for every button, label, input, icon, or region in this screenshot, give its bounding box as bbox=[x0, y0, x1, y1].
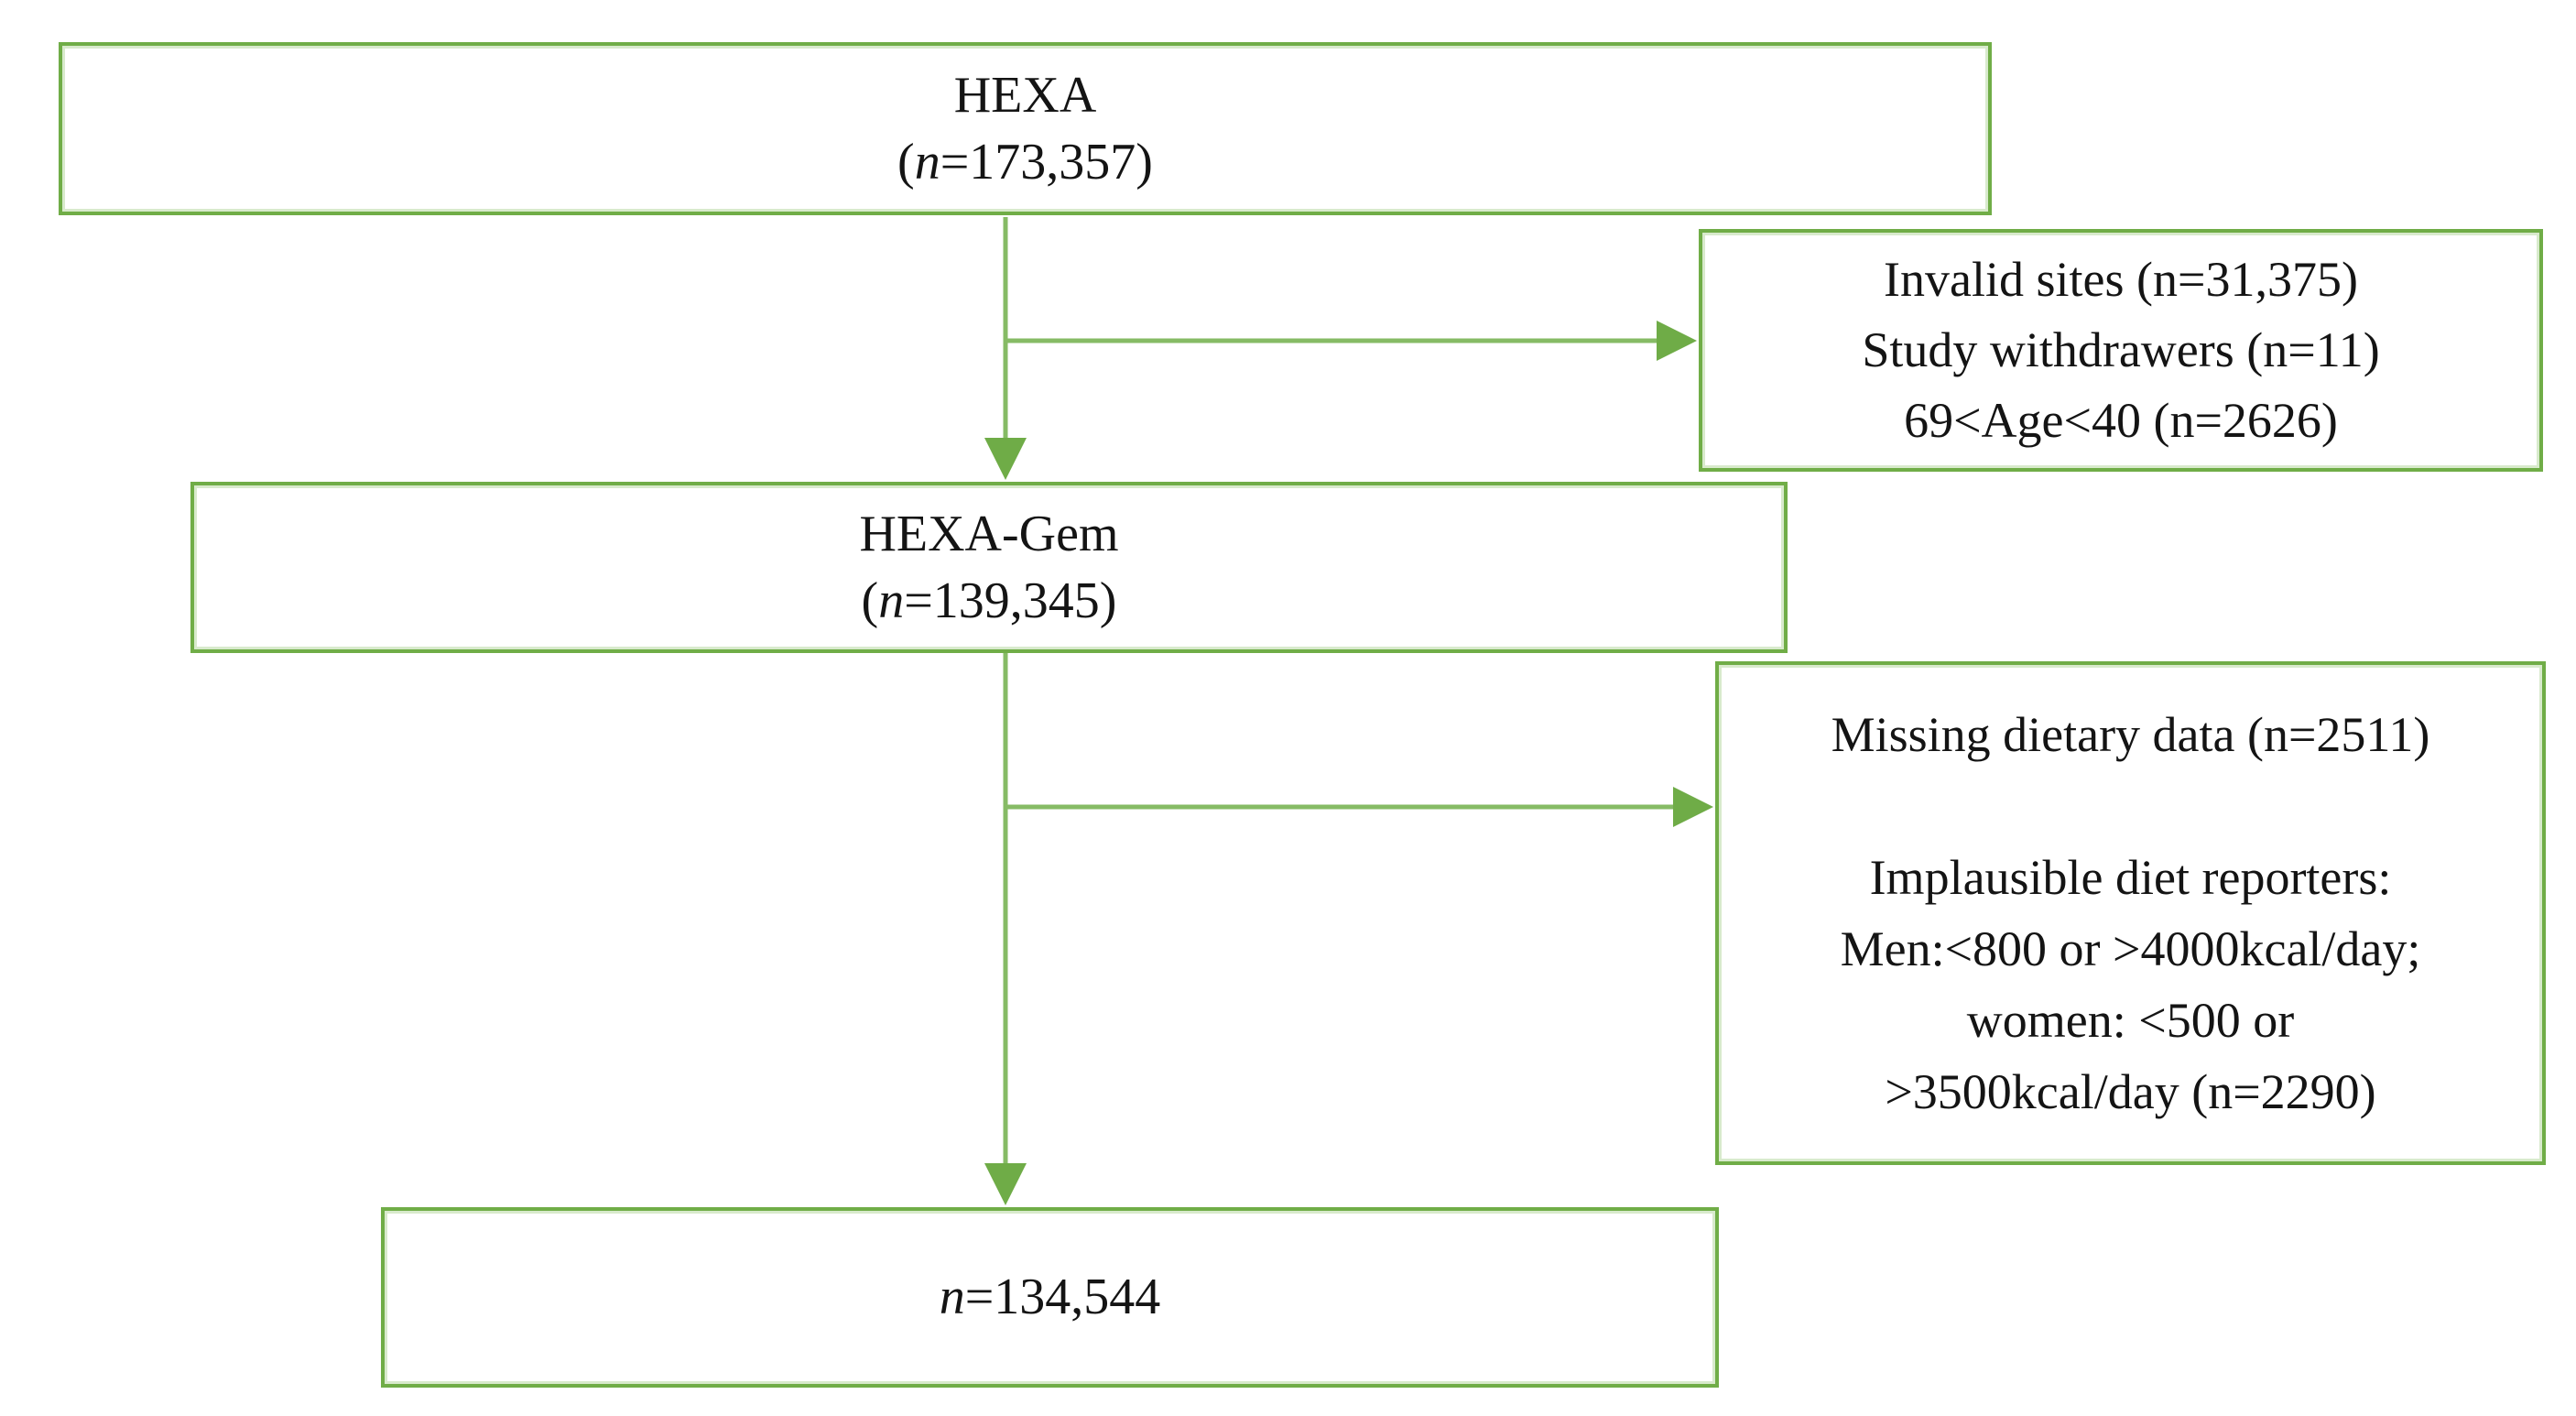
box-hexa-title: HEXA bbox=[953, 66, 1097, 124]
box-exclusion-invalid-sites: Invalid sites (n=31,375) Study withdrawe… bbox=[1699, 229, 2543, 472]
box-hexagem-cohort: HEXA-Gem (n=139,345) bbox=[190, 482, 1788, 653]
arrowhead-right-icon bbox=[1657, 321, 1697, 361]
box-hexagem-count: (n=139,345) bbox=[862, 568, 1117, 635]
count-paren-open: ( bbox=[897, 133, 915, 191]
arrowhead-down-icon bbox=[984, 1163, 1027, 1205]
box-hexa-count: (n=173,357) bbox=[897, 129, 1153, 196]
arrowhead-right-icon bbox=[1673, 787, 1713, 827]
count-n-symbol: n bbox=[914, 133, 940, 191]
box-exclusion-dietary: Missing dietary data (n=2511) Implausibl… bbox=[1715, 661, 2546, 1165]
count-value: =139,345) bbox=[904, 572, 1117, 629]
exclusion-line: Invalid sites (n=31,375) bbox=[1884, 252, 2358, 307]
box-final-count: n=134,544 bbox=[940, 1264, 1161, 1331]
box-hexa-cohort: HEXA (n=173,357) bbox=[59, 42, 1992, 215]
exclusion-line: women: <500 or bbox=[1966, 993, 2295, 1048]
count-value: =134,544 bbox=[964, 1269, 1161, 1325]
exclusion-line: Implausible diet reporters: bbox=[1869, 850, 2392, 905]
count-n-symbol: n bbox=[878, 572, 905, 629]
box-hexagem-title: HEXA-Gem bbox=[859, 505, 1119, 562]
exclusion-line: >3500kcal/day (n=2290) bbox=[1885, 1064, 2376, 1119]
exclusion-line: Missing dietary data (n=2511) bbox=[1831, 707, 2430, 762]
exclusion-line: 69<Age<40 (n=2626) bbox=[1904, 393, 2338, 448]
count-paren-open: ( bbox=[861, 572, 879, 629]
count-n-symbol: n bbox=[939, 1269, 965, 1325]
exclusion-line: Study withdrawers (n=11) bbox=[1862, 322, 2380, 377]
box-final-sample: n=134,544 bbox=[381, 1207, 1719, 1388]
arrowhead-down-icon bbox=[984, 438, 1027, 480]
count-value: =173,357) bbox=[940, 133, 1153, 191]
exclusion-line: Men:<800 or >4000kcal/day; bbox=[1840, 921, 2421, 976]
